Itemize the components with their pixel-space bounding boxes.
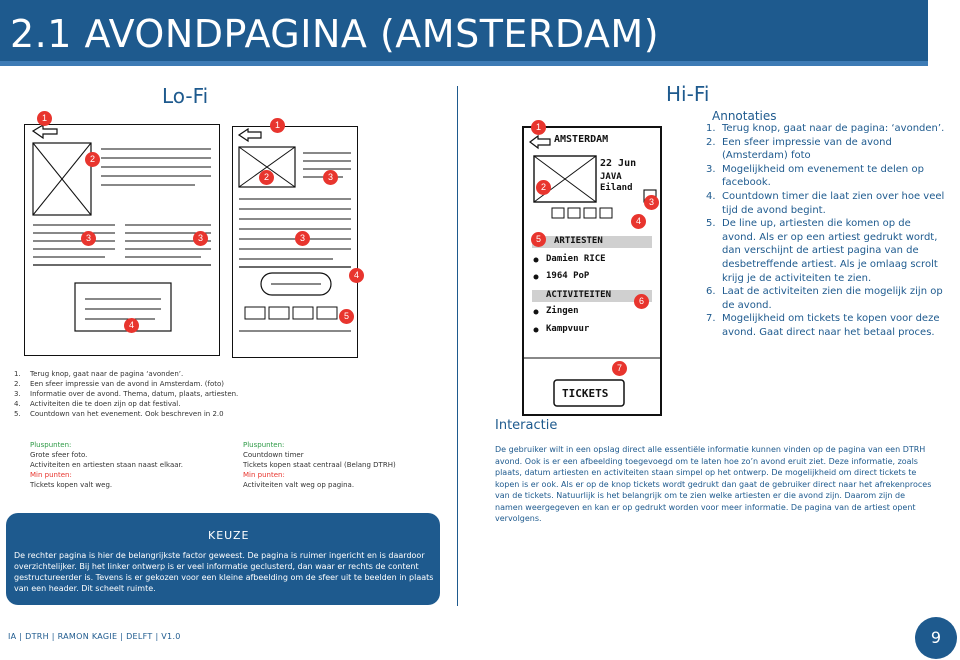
list-item: 1.Terug knop, gaat naar de pagina: ‘avon… [706,123,945,134]
keuze-title: KEUZE [208,529,250,542]
phone-activity-1: Zingen [546,306,579,316]
phone-tickets-button[interactable]: TICKETS [562,387,609,400]
plus-label: Pluspunten: [243,441,285,449]
lofi-heading: Lo-Fi [162,84,209,108]
hifi-heading: Hi-Fi [666,82,710,106]
list-item: 4.Activiteiten die te doen zijn op dat f… [14,400,181,408]
sketch1-badge-4: 4 [124,318,139,333]
sketch1-badge-1: 1 [37,111,52,126]
phone-badge-1: 1 [531,120,546,135]
list-item: 2.Een sfeer impressie van de avond (Amst… [706,136,892,162]
sketch1-badge-3: 3 [81,231,96,246]
annotaties-heading: Annotaties [712,109,777,123]
phone-badge-2: 2 [536,180,551,195]
lofi-annotation-list: 1.Terug knop, gaat naar de pagina ‘avond… [14,369,244,419]
hifi-phone-sketch: AMSTERDAM 22 Jun JAVA Eiland ARTIESTEN D… [522,126,662,416]
sketch2-badge-3: 3 [323,170,338,185]
phone-section-activities: ACTIVITEITEN [546,290,612,300]
sketch2-badge-4: 4 [349,268,364,283]
title-stripe [0,61,928,66]
phone-activities-band [532,290,652,302]
phone-artist-1[interactable]: Damien RICE [546,254,606,264]
title-bar: 2.1 AVONDPAGINA (AMSTERDAM) [0,0,928,66]
list-item: 6.Laat de activiteiten zien die mogelijk… [706,286,943,311]
interactie-heading: Interactie [495,418,558,433]
plus-item: Tickets kopen staat centraal (Belang DTR… [243,461,396,469]
list-item: 5.De line up, artiesten die komen op de … [706,218,938,284]
lofi-pros-cons-left: Pluspunten: Grote sfeer foto. Activiteit… [30,440,210,490]
phone-badge-4: 4 [631,214,646,229]
phone-city: AMSTERDAM [554,134,609,145]
sketch-1-drawing [31,125,211,332]
list-item: 4.Countdown timer die laat zien over hoe… [706,190,945,216]
plus-item: Activiteiten en artiesten staan naast el… [30,461,183,469]
phone-badge-5: 5 [531,232,546,247]
phone-venue-2: Eiland [600,183,633,193]
keuze-text: De rechter pagina is hier de belangrijks… [14,551,434,593]
interactie-text: De gebruiker wilt in een opslag direct a… [495,445,932,523]
plus-item: Grote sfeer foto. [30,451,88,459]
phone-artists-band [532,236,652,248]
list-item: 3.Mogelijkheid om evenement te delen op … [706,163,924,189]
minus-label: Min punten: [30,471,72,479]
list-item: 1.Terug knop, gaat naar de pagina ‘avond… [14,370,184,378]
sketch-2-drawing [237,127,351,332]
sketch2-badge-5: 5 [339,309,354,324]
sketch1-badge-2: 2 [85,152,100,167]
list-item: 3.Informatie over de avond. Thema, datum… [14,390,239,398]
phone-section-artists: ARTIESTEN [554,236,603,246]
plus-item: Countdown timer [243,451,304,459]
phone-activity-2: Kampvuur [546,324,590,334]
minus-item: Activiteiten valt weg op pagina. [243,481,355,489]
page-number: 9 [915,617,957,659]
phone-artist-2[interactable]: 1964 PoP [546,271,590,281]
sketch2-badge-2: 2 [259,170,274,185]
lofi-sketch-1 [24,124,220,356]
minus-item: Tickets kopen valt weg. [30,481,113,489]
list-item: 5.Countdown van het evenement. Ook besch… [14,410,224,418]
sketch2-badge-1: 1 [270,118,285,133]
plus-label: Pluspunten: [30,441,72,449]
phone-badge-3: 3 [644,195,659,210]
page-title: 2.1 AVONDPAGINA (AMSTERDAM) [10,12,660,56]
minus-label: Min punten: [243,471,285,479]
list-item: 2.Een sfeer impressie van de avond in Am… [14,380,225,388]
phone-badge-6: 6 [634,294,649,309]
list-item: 7.Mogelijkheid om tickets te kopen voor … [706,313,940,338]
phone-badge-7: 7 [612,361,627,376]
footer: IA | DTRH | RAMON KAGIE | DELFT | V1.0 [8,632,181,641]
divider-line [457,86,458,606]
hifi-annotation-list: 1.Terug knop, gaat naar de pagina: ‘avon… [706,122,946,340]
sketch2-badge-3b: 3 [295,231,310,246]
keuze-box: KEUZE De rechter pagina is hier de belan… [6,513,440,605]
phone-date: 22 Jun [600,158,637,169]
lofi-pros-cons-right: Pluspunten: Countdown timer Tickets kope… [243,440,423,490]
phone-drawing [524,134,660,407]
sketch1-badge-3b: 3 [193,231,208,246]
phone-venue-1: JAVA [600,172,622,182]
